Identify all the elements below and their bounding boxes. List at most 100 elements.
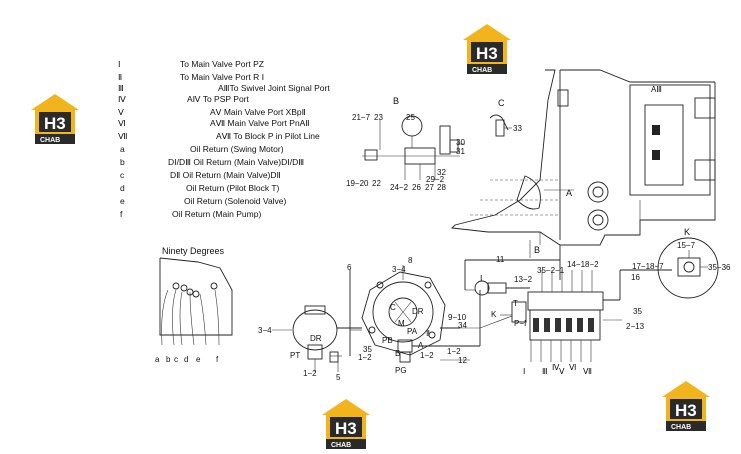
legend-key-b: b <box>120 157 125 167</box>
svg-text:Ⅴ: Ⅴ <box>559 367 565 376</box>
svg-text:Ⅵ: Ⅵ <box>569 363 576 372</box>
svg-text:PT: PT <box>290 351 300 360</box>
svg-text:12: 12 <box>458 356 467 365</box>
svg-text:f: f <box>216 355 219 364</box>
svg-text:A: A <box>418 341 424 350</box>
svg-text:Ⅳ: Ⅳ <box>552 363 560 372</box>
svg-text:H3: H3 <box>335 419 357 438</box>
svg-text:26: 26 <box>412 183 421 192</box>
detail-view-k: K 15−7 35−36 <box>657 227 731 299</box>
svg-text:H3: H3 <box>675 401 697 420</box>
legend-text-b: DⅠ/DⅢ Oil Return (Main Valve)DⅠ/DⅢ <box>168 157 304 167</box>
svg-text:2−13: 2−13 <box>626 322 645 331</box>
svg-text:a: a <box>155 355 160 364</box>
svg-text:c: c <box>174 355 178 364</box>
svg-text:3−4: 3−4 <box>392 265 406 274</box>
svg-text:1−2: 1−2 <box>358 353 372 362</box>
legend-text-3: AⅢTo Swivel Joint Signal Port <box>218 83 330 93</box>
svg-text:33: 33 <box>513 124 522 133</box>
legend-text-7: AⅦ To Block P in Pilot Line <box>216 131 320 141</box>
legend-key-4: Ⅳ <box>118 94 127 104</box>
svg-text:PB: PB <box>382 336 393 345</box>
svg-text:e: e <box>196 355 201 364</box>
legend-text-5: AⅤ Main Valve Port XBpⅡ <box>210 107 306 117</box>
pilot-block: 11 Ⅰ 13−2 35−2−1 14−18−2 17−18−7 16 35 2… <box>464 244 672 376</box>
svg-text:AⅢ: AⅢ <box>651 85 662 94</box>
view-b-title: B <box>393 96 399 106</box>
legend-text-4: AⅣ To PSP Port <box>187 94 250 104</box>
view-c-title: C <box>498 98 505 108</box>
svg-text:21−7: 21−7 <box>352 113 371 122</box>
svg-text:P−Ⅰ: P−Ⅰ <box>514 319 526 328</box>
svg-text:1−2: 1−2 <box>420 351 434 360</box>
svg-text:3−4: 3−4 <box>258 326 272 335</box>
svg-text:30: 30 <box>456 138 465 147</box>
brand-logo-right: H3 CHAB <box>662 381 710 431</box>
svg-text:CHAB: CHAB <box>40 137 60 144</box>
detail-view-c: C 33 <box>489 98 522 137</box>
svg-text:35−2−1: 35−2−1 <box>537 266 565 275</box>
main-valve-assembly: AⅢ A B <box>451 69 716 258</box>
svg-text:Ⅱ: Ⅱ <box>426 329 430 338</box>
svg-text:31: 31 <box>456 147 465 156</box>
legend-key-3: Ⅲ <box>118 83 124 93</box>
legend-text-f: Oil Return (Main Pump) <box>172 209 261 219</box>
view-b-marker: B <box>534 245 540 255</box>
svg-text:CHAB: CHAB <box>671 424 691 431</box>
brand-logo-bottom: H3 CHAB <box>322 399 370 449</box>
svg-text:35−36: 35−36 <box>708 263 731 272</box>
detail-view-b: B 21−7 23 25 19−20 22 24−2 26 27 28 29−2… <box>346 96 465 192</box>
view-a-marker: A <box>566 188 572 198</box>
legend-text-d: Oil Return (Pilot Block T) <box>186 183 280 193</box>
svg-text:6: 6 <box>347 263 352 272</box>
svg-text:PG: PG <box>395 366 407 375</box>
svg-text:16: 16 <box>631 273 640 282</box>
hydraulic-lines <box>350 232 541 331</box>
svg-text:9−10: 9−10 <box>448 313 467 322</box>
legend-key-d: d <box>120 183 125 193</box>
legend-text-1: To Main Valve Port PZ <box>180 59 264 69</box>
svg-text:14−18−2: 14−18−2 <box>567 260 599 269</box>
legend-key-e: e <box>120 196 125 206</box>
legend-key-5: Ⅴ <box>118 107 125 117</box>
ninety-degrees-detail: Ninety Degrees a b c d e f <box>155 246 233 364</box>
swing-motor: DR 3−4 PT 1−2 5 <box>258 305 362 382</box>
svg-text:5: 5 <box>336 373 341 382</box>
svg-text:CHAB: CHAB <box>472 67 492 74</box>
svg-text:19−20: 19−20 <box>346 179 369 188</box>
svg-text:8: 8 <box>408 256 413 265</box>
legend-text-2: To Main Valve Port R Ⅰ <box>180 72 264 82</box>
svg-text:K: K <box>491 310 497 319</box>
brand-logo-left: H3 CHAB <box>31 94 79 144</box>
svg-text:H3: H3 <box>476 44 498 63</box>
legend-key-1: Ⅰ <box>118 59 121 69</box>
svg-text:22: 22 <box>372 179 381 188</box>
legend-text-c: DⅡ Oil Return (Main Valve)DⅡ <box>170 170 281 180</box>
legend-text-e: Oil Return (Solenoid Valve) <box>184 196 287 206</box>
svg-text:DR: DR <box>412 307 424 316</box>
svg-text:b: b <box>166 355 171 364</box>
svg-text:17−18−7: 17−18−7 <box>632 262 664 271</box>
svg-text:1−2: 1−2 <box>303 369 317 378</box>
ninety-degrees-label: Ninety Degrees <box>162 246 225 256</box>
legend-key-f: f <box>120 209 123 219</box>
legend: Ⅰ To Main Valve Port PZ Ⅱ To Main Valve … <box>118 59 330 219</box>
legend-key-7: Ⅶ <box>118 131 128 141</box>
svg-text:PA: PA <box>407 327 418 336</box>
legend-key-2: Ⅱ <box>118 72 122 82</box>
legend-key-c: c <box>120 170 125 180</box>
svg-text:13−2: 13−2 <box>514 275 533 284</box>
brand-logo-top: H3 CHAB <box>463 24 511 74</box>
legend-text-6: AⅦ Main Valve Port PnAⅡ <box>210 118 310 128</box>
svg-text:Ⅲ: Ⅲ <box>542 367 548 376</box>
svg-text:34: 34 <box>458 321 467 330</box>
svg-text:M: M <box>398 319 405 328</box>
svg-text:15−7: 15−7 <box>677 241 696 250</box>
svg-text:T: T <box>513 299 518 308</box>
svg-text:H3: H3 <box>44 114 66 133</box>
legend-key-6: Ⅵ <box>118 118 126 128</box>
svg-text:CHAB: CHAB <box>331 442 351 449</box>
svg-text:29−2: 29−2 <box>426 175 445 184</box>
pump-assembly: 3−4 8 6 9−10 34 C DR M PA PB Ⅱ A B 35 1−… <box>347 256 481 375</box>
